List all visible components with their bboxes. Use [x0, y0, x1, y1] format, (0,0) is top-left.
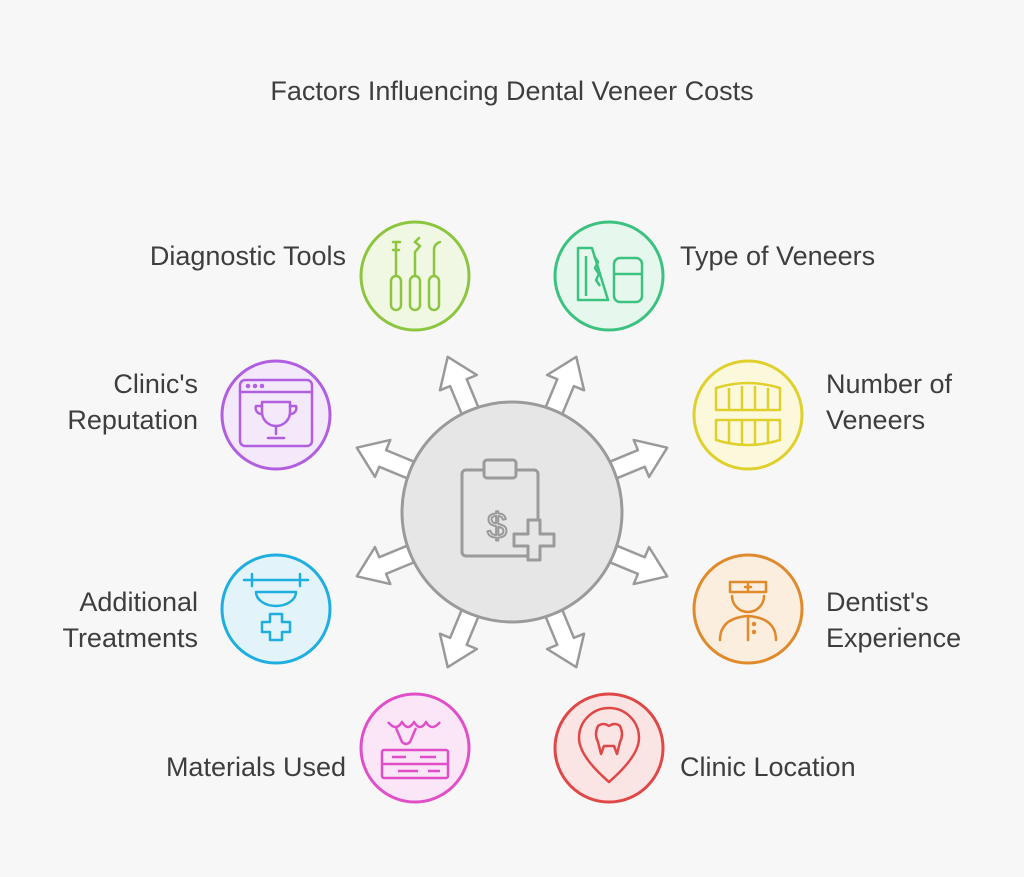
dentist-icon — [718, 580, 778, 642]
label-additional-treatments: Additional Treatments — [20, 584, 198, 656]
factor-dentist-experience — [692, 553, 804, 665]
label-number-of-veneers: Number of Veneers — [826, 366, 1016, 438]
label-number-of-veneers-line2: Veneers — [826, 405, 926, 435]
factor-diagnostic-tools — [359, 220, 471, 332]
factor-clinic-reputation — [220, 359, 332, 471]
label-additional-treatments-line1: Additional — [79, 587, 198, 617]
label-type-of-veneers-text: Type of Veneers — [680, 241, 876, 271]
factor-number-of-veneers — [692, 359, 804, 471]
label-diagnostic-tools-text: Diagnostic Tools — [149, 241, 346, 271]
factor-materials-used — [359, 692, 471, 804]
teeth-icon — [714, 381, 782, 447]
location-tooth-icon — [577, 706, 641, 784]
label-clinic-location-text: Clinic Location — [680, 752, 856, 782]
label-materials-used-text: Materials Used — [165, 752, 346, 782]
label-clinic-reputation: Clinic's Reputation — [20, 366, 198, 438]
label-clinic-reputation-line1: Clinic's — [113, 369, 198, 399]
veneer-tooth-icon — [576, 246, 644, 304]
central-hub — [355, 355, 669, 669]
factor-additional-treatments — [220, 553, 332, 665]
label-diagnostic-tools: Diagnostic Tools — [100, 238, 346, 274]
clipboard-dollar-icon: $ — [460, 458, 556, 562]
label-type-of-veneers: Type of Veneers — [680, 238, 940, 274]
label-dentist-experience-line1: Dentist's — [826, 587, 929, 617]
trophy-browser-icon — [238, 378, 314, 448]
label-clinic-location: Clinic Location — [680, 749, 940, 785]
materials-icon — [380, 720, 450, 780]
label-number-of-veneers-line1: Number of — [826, 369, 953, 399]
label-materials-used: Materials Used — [80, 749, 346, 785]
label-dentist-experience: Dentist's Experience — [826, 584, 1016, 656]
dental-tools-icon — [389, 236, 442, 312]
label-dentist-experience-line2: Experience — [826, 623, 962, 653]
factor-clinic-location — [553, 692, 665, 804]
label-clinic-reputation-line2: Reputation — [67, 405, 198, 435]
dental-light-icon — [242, 572, 310, 642]
diagram-title: Factors Influencing Dental Veneer Costs — [270, 76, 754, 106]
label-additional-treatments-line2: Treatments — [62, 623, 198, 653]
factor-type-of-veneers — [553, 220, 665, 332]
svg-text:$: $ — [487, 505, 507, 546]
